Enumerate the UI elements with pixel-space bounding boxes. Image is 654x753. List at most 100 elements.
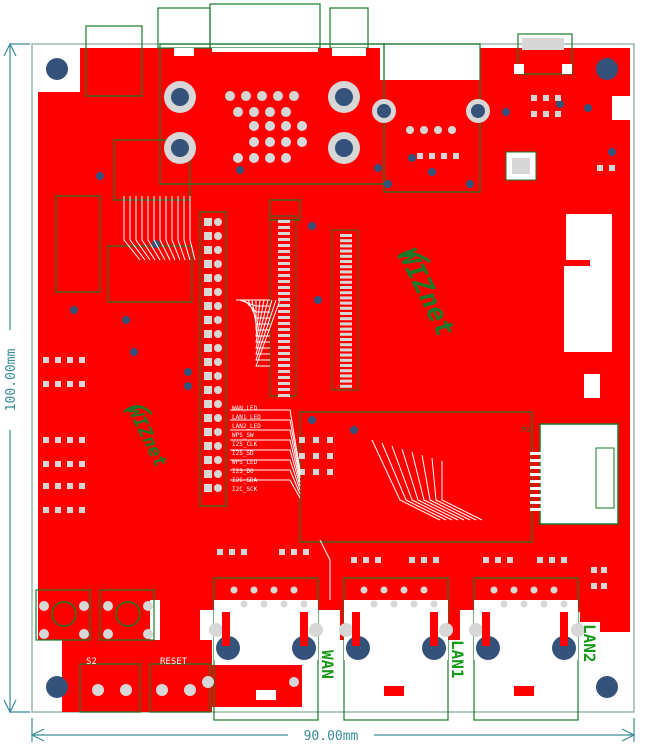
header-pin — [204, 246, 212, 254]
fpc-pad — [340, 275, 352, 279]
trace — [230, 479, 301, 499]
fpc-pad — [340, 322, 352, 326]
header-pin — [204, 470, 212, 478]
trace — [411, 451, 465, 521]
trace — [255, 300, 270, 331]
smd-pad — [313, 469, 319, 475]
pin-header — [204, 218, 222, 492]
trace — [230, 429, 301, 479]
header-signal-label: I2C_SCK — [232, 486, 258, 493]
trace — [189, 196, 196, 261]
header-pin — [214, 470, 222, 478]
smd-pad — [591, 567, 597, 573]
fpc-pad — [278, 238, 290, 241]
wan-label: WAN — [318, 650, 337, 679]
rj45-pin — [520, 600, 528, 608]
trace — [371, 439, 441, 521]
fpc-pad — [340, 374, 352, 378]
via — [130, 348, 138, 356]
smd-pad — [55, 461, 61, 467]
lan1-label: LAN1 — [448, 640, 467, 679]
header-signal-label: I2S_DO — [232, 468, 254, 475]
header-pin — [214, 442, 222, 450]
fpc-pad — [340, 260, 352, 263]
smd-pad — [327, 469, 333, 475]
fpc-pad — [340, 280, 352, 284]
smd-pad — [67, 483, 73, 489]
trace — [147, 196, 161, 261]
smd-pad — [495, 557, 501, 563]
smd-pad — [601, 583, 607, 589]
rj45-pin — [270, 586, 278, 594]
s2-button[interactable] — [39, 601, 89, 639]
smd-pad — [43, 483, 49, 489]
signal-traces — [123, 196, 483, 600]
rj45-pin — [490, 586, 498, 594]
via — [556, 100, 564, 108]
p1-pin — [530, 494, 544, 497]
rj45-pin — [540, 600, 548, 608]
smd-pad — [303, 549, 309, 555]
smd-pad — [229, 549, 235, 555]
rj45-pin — [560, 600, 568, 608]
header-pin — [204, 400, 212, 408]
db-connector-pads — [225, 91, 456, 163]
fpc-pad — [340, 234, 352, 237]
header-signal-label: LAN1_LED — [232, 414, 261, 421]
p1-label: P1 — [522, 426, 530, 434]
smd-pad — [409, 557, 415, 563]
smd-pad — [279, 549, 285, 555]
fpc-pad — [278, 388, 290, 391]
trace — [141, 196, 156, 261]
trace — [230, 419, 301, 475]
rj45-pin — [400, 586, 408, 594]
smd-pad — [43, 507, 49, 513]
smd-pad — [55, 483, 61, 489]
fpc-pad — [340, 332, 352, 336]
fpc-pad — [340, 379, 352, 383]
copper-cutout-right-slot — [564, 266, 612, 352]
smd-pad — [327, 453, 333, 459]
smd-pad — [43, 437, 49, 443]
smd-pad — [609, 165, 615, 171]
fpc-pad — [278, 310, 290, 313]
smd-pad — [375, 557, 381, 563]
p1-pins — [530, 452, 544, 511]
smd-pad — [67, 507, 73, 513]
rj45-pin — [280, 600, 288, 608]
fpc-pad — [278, 364, 290, 367]
smd-pad — [537, 557, 543, 563]
trace — [165, 196, 176, 261]
rj45-pin — [250, 586, 258, 594]
smd-pad — [591, 583, 597, 589]
trace — [183, 196, 191, 261]
trace — [153, 196, 166, 261]
smd-pad — [555, 95, 561, 101]
trace — [255, 299, 270, 349]
trace — [171, 196, 181, 261]
header-pin — [214, 386, 222, 394]
trace — [230, 459, 301, 491]
lan2-label: LAN2 — [580, 624, 599, 663]
fpc-pad — [340, 384, 352, 388]
header-pin — [214, 232, 222, 240]
rj45-pin — [390, 600, 398, 608]
fpc-pad — [278, 220, 290, 223]
header-pin — [204, 456, 212, 464]
s2-label: S2 — [86, 657, 97, 667]
reset-button[interactable] — [103, 601, 153, 639]
p1-pin — [530, 459, 544, 462]
header-pin — [214, 428, 222, 436]
smd-pad — [327, 437, 333, 443]
via — [70, 306, 78, 314]
fpc-connectors — [269, 215, 359, 397]
trace — [441, 461, 483, 521]
rj45-pin — [230, 586, 238, 594]
wiznet-logo-secondary-swoosh — [123, 405, 153, 415]
smd-pad — [507, 557, 513, 563]
header-pin — [204, 330, 212, 338]
rj45-pin — [240, 600, 248, 608]
height-dimension-label: 100.00mm — [4, 349, 19, 412]
p1-pin — [530, 452, 544, 455]
header-pin — [204, 428, 212, 436]
